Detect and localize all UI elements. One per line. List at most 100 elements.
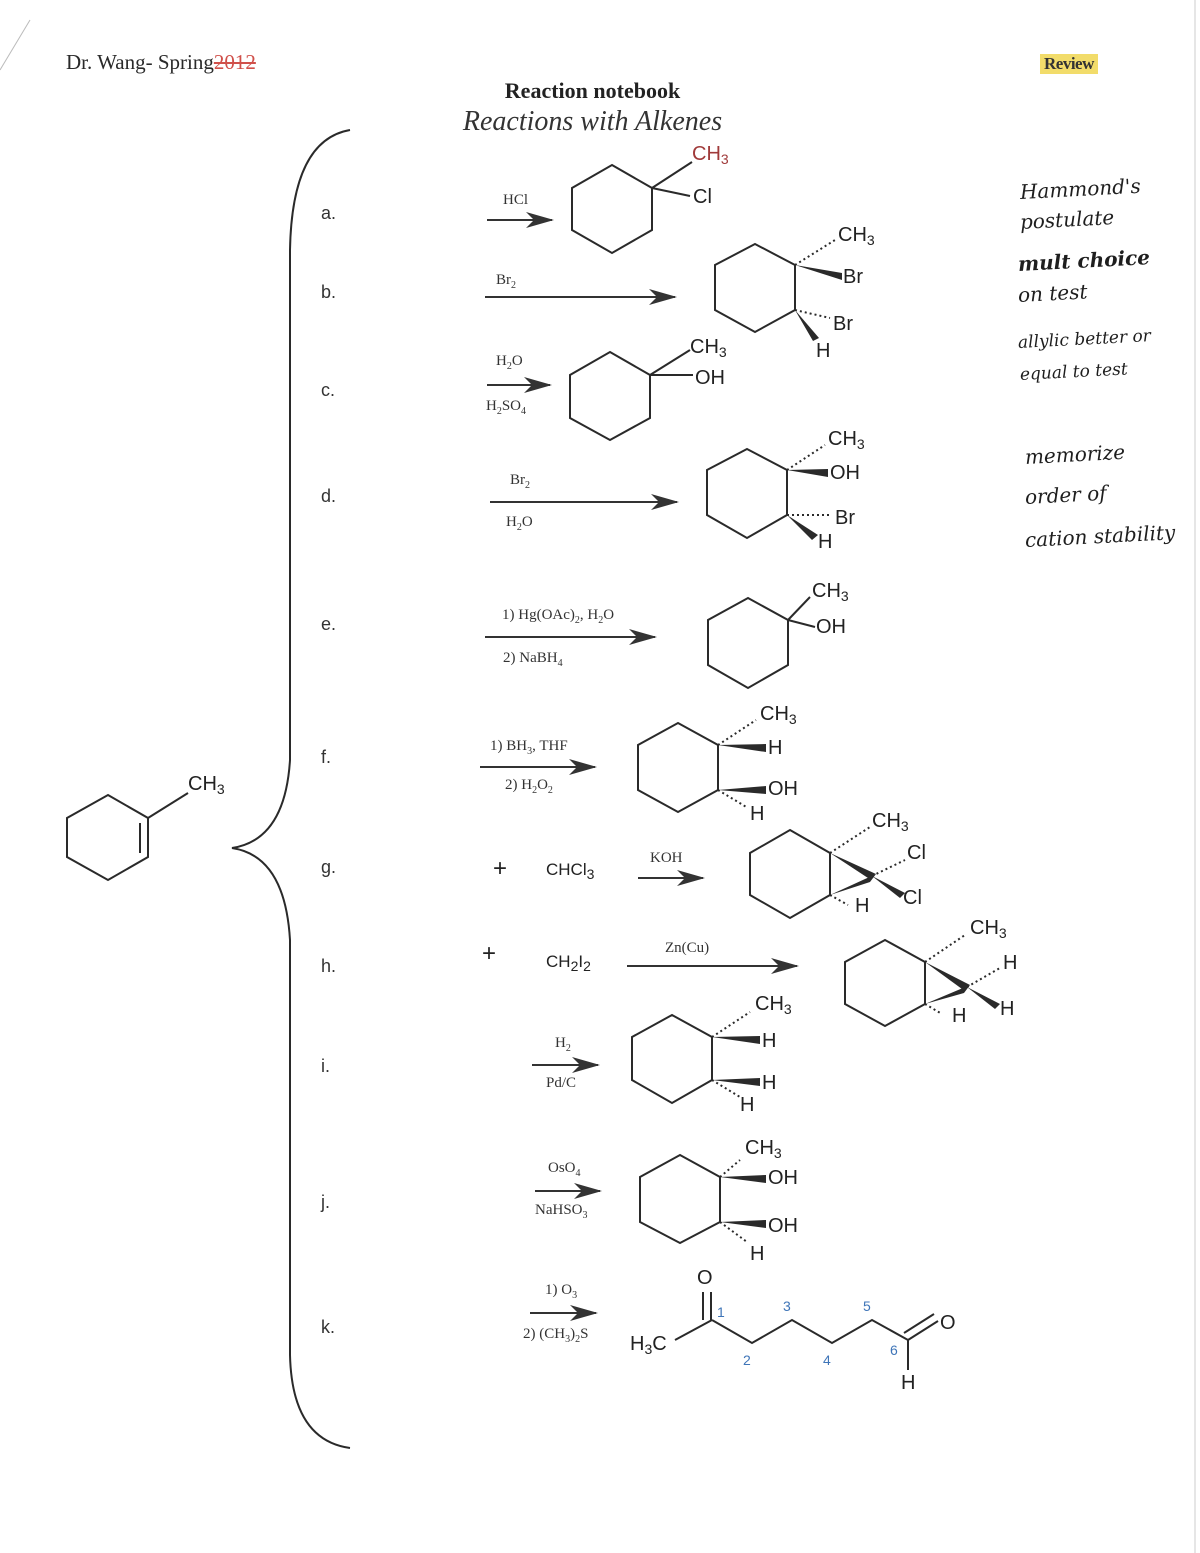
d-h: H [818, 531, 833, 553]
reagent-k-below: 2) (CH3)2S [523, 1326, 589, 1345]
b-h: H [816, 340, 831, 362]
i-h2: H [762, 1072, 777, 1094]
h-h3: H [952, 1005, 967, 1027]
h-ch3: CH3 [970, 917, 1007, 941]
reagent-i-above: H2 [555, 1035, 571, 1054]
reagent-k-above: 1) O3 [545, 1282, 578, 1301]
g-h: H [855, 895, 870, 917]
b-ch3: CH3 [838, 224, 875, 248]
row-label-g: g. [321, 857, 337, 877]
reaction-arrows [480, 212, 799, 1321]
d-oh: OH [830, 462, 860, 484]
row-label-h: h. [321, 956, 337, 976]
product-c-structure [569, 349, 693, 442]
product-k-structure [674, 1292, 939, 1370]
plus-sign-h: + [482, 940, 497, 967]
reagent-d-below: H2O [506, 514, 533, 533]
row-label-e: e. [321, 614, 337, 634]
g-ch3: CH3 [872, 810, 909, 834]
reagent-f-above: 1) BH3, THF [490, 738, 568, 757]
co-reactant-h: CH2I2 [546, 952, 591, 974]
product-f-structure [637, 719, 766, 814]
reagent-d-above: Br2 [510, 472, 530, 491]
reagent-e-below: 2) NaBH4 [503, 650, 563, 669]
k-h: H [901, 1372, 916, 1394]
review-tag: Review [1040, 54, 1098, 74]
row-label-c: c. [321, 380, 336, 400]
reagent-a-above: HCl [503, 192, 529, 208]
reagent-h-above: Zn(Cu) [665, 940, 710, 956]
i-h1: H [762, 1030, 777, 1052]
reagent-c-above: H2O [496, 353, 523, 372]
row-label-a: a. [321, 203, 337, 223]
g-cl1: Cl [907, 842, 926, 864]
product-b-structure [714, 239, 842, 341]
header-author: Dr. Wang- Spring2012 [66, 50, 256, 75]
carbon-number-6: 6 [890, 1342, 898, 1358]
e-ch3: CH3 [812, 580, 849, 604]
d-br: Br [835, 507, 855, 529]
author-text: Dr. Wang- Spring [66, 50, 214, 74]
i-h3: H [740, 1094, 755, 1116]
h-h1: H [1003, 952, 1018, 974]
curly-brace [231, 129, 351, 1449]
k-h3c: H3C [630, 1333, 667, 1357]
reagent-f-below: 2) H2O2 [505, 777, 553, 796]
a-ch3: CH3 [692, 143, 729, 167]
row-label-d: d. [321, 486, 337, 506]
carbon-number-3: 3 [783, 1298, 791, 1314]
i-ch3: CH3 [755, 993, 792, 1017]
c-ch3: CH3 [690, 336, 727, 360]
product-a-structure [571, 161, 693, 255]
handwritten-note-8: order of [1024, 480, 1108, 509]
reagent-g-above: KOH [650, 850, 683, 866]
e-oh: OH [816, 616, 846, 638]
plus-sign-g: + [493, 855, 508, 882]
j-h: H [750, 1243, 765, 1265]
a-cl: Cl [693, 186, 712, 208]
d-ch3: CH3 [828, 428, 865, 452]
carbon-number-1: 1 [717, 1304, 725, 1320]
carbon-number-5: 5 [863, 1298, 871, 1314]
product-h-structure [844, 934, 1001, 1028]
reagent-e-above: 1) Hg(OAc)2, H2O [502, 607, 615, 626]
b-br1: Br [843, 266, 863, 288]
reagent-j-below: NaHSO3 [535, 1202, 588, 1221]
product-e-structure [707, 596, 816, 690]
handwritten-note-2: postulate [1019, 205, 1115, 234]
starting-material-structure [66, 792, 189, 882]
j-oh2: OH [768, 1215, 798, 1237]
reagent-c-below: H2SO4 [486, 398, 527, 417]
start-ch3-label: CH3 [188, 773, 225, 797]
struck-year: 2012 [213, 50, 256, 74]
h-h2: H [1000, 998, 1015, 1020]
product-i-structure [631, 1011, 760, 1105]
product-g-structure [749, 826, 906, 920]
product-j-structure [639, 1153, 766, 1245]
reagent-j-above: OsO4 [548, 1160, 581, 1179]
product-d-structure [706, 444, 832, 540]
b-br2: Br [833, 313, 853, 335]
row-label-b: b. [321, 282, 337, 302]
handwritten-note-4: on test [1017, 279, 1088, 307]
row-label-j: j. [321, 1192, 330, 1212]
carbon-number-4: 4 [823, 1352, 831, 1368]
reagent-i-below: Pd/C [546, 1075, 577, 1091]
carbon-number-2: 2 [743, 1352, 751, 1368]
c-oh: OH [695, 367, 725, 389]
page-title: Reaction notebook [504, 78, 681, 103]
f-h2: H [750, 803, 765, 825]
k-o2: O [940, 1312, 956, 1334]
f-ch3: CH3 [760, 703, 797, 727]
k-o1: O [697, 1267, 713, 1289]
reagent-b-above: Br2 [496, 272, 516, 291]
j-oh1: OH [768, 1167, 798, 1189]
g-cl2: Cl [903, 887, 922, 909]
page-subtitle: Reactions with Alkenes [462, 106, 723, 137]
row-label-f: f. [321, 747, 332, 767]
f-h1: H [768, 737, 783, 759]
j-ch3: CH3 [745, 1137, 782, 1161]
co-reactant-g: CHCl3 [546, 860, 595, 882]
row-label-k: k. [321, 1317, 336, 1337]
